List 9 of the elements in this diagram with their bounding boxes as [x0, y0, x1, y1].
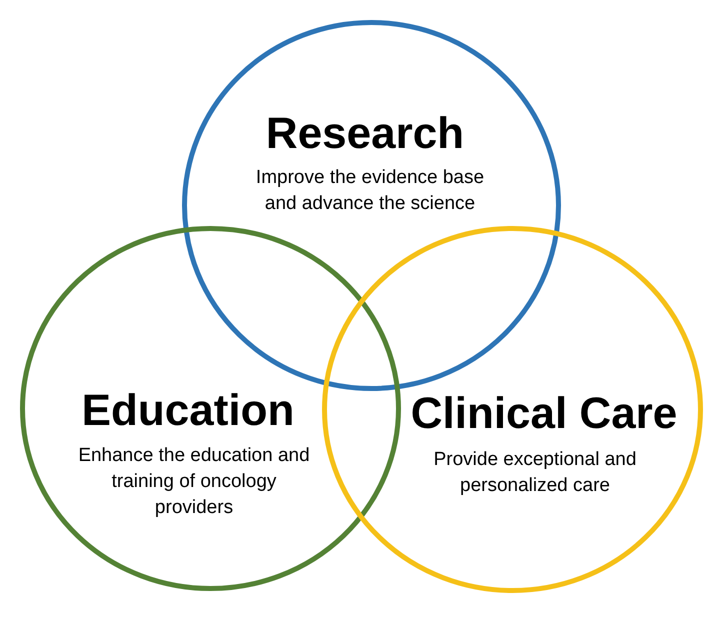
circle-heading: Education	[82, 389, 294, 433]
venn-circle	[322, 226, 702, 592]
circle-heading: Clinical Care	[410, 392, 678, 436]
venn-circle	[20, 226, 400, 590]
venn-circle	[182, 20, 560, 390]
circle-description: Provide exceptional and personalized care	[432, 448, 638, 498]
circle-description: Improve the evidence base and advance the science	[254, 166, 486, 216]
circle-heading: Research	[266, 112, 464, 156]
circle-description: Enhance the education and training of oncology providers	[77, 444, 311, 520]
